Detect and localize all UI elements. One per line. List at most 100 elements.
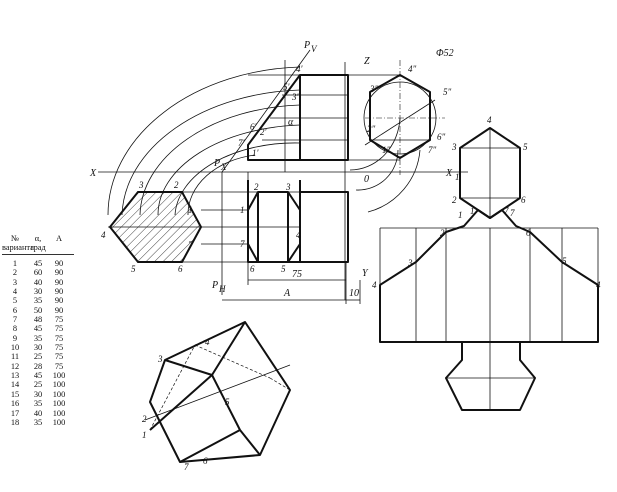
table-row: 4 30 90 — [2, 287, 74, 296]
front-pt-6: 6' — [250, 122, 258, 132]
plane-px-label: P — [213, 158, 220, 169]
origin-label: 0 — [364, 174, 369, 185]
table-cell: 7 — [12, 315, 18, 325]
table-cell: 90 — [54, 277, 64, 287]
table-cell: 90 — [54, 287, 64, 297]
iso-pt-7: 7 — [184, 462, 189, 472]
table-cell: 75 — [54, 333, 64, 343]
iso-pt-1: 1 — [142, 430, 147, 440]
table-row: 14 25 100 — [2, 380, 74, 389]
table-cell: 30 — [33, 287, 43, 297]
table-cell: 35 — [33, 417, 43, 427]
table-cell: 40 — [33, 408, 43, 418]
table-cell: 4 — [12, 287, 18, 297]
plane-ph-sub: H — [218, 284, 226, 294]
front-pt-2: 2' — [260, 127, 268, 137]
hexagon-section — [108, 191, 300, 263]
table-cell: 25 — [33, 380, 43, 390]
table-cell: 90 — [54, 259, 64, 268]
dim-10-label: 10 — [349, 288, 359, 299]
table-cell: 100 — [52, 417, 66, 427]
iso-pt-4: 4 — [205, 337, 210, 347]
table-cell: 35 — [33, 399, 43, 409]
hex-pt-4: 4 — [101, 230, 106, 240]
development — [379, 127, 599, 411]
hex-pt-7: 7 — [188, 240, 193, 250]
side-pt-1: 1" — [382, 145, 391, 155]
table-cell: 50 — [33, 305, 43, 315]
table-cell: 90 — [54, 296, 64, 306]
plane-pv-sub: V — [311, 44, 318, 54]
side-pt-5: 5" — [443, 87, 452, 97]
iso-pt-3: 3 — [157, 354, 163, 364]
table-cell: 3 — [12, 277, 18, 287]
front-pt-1: 1' — [252, 148, 260, 158]
table-cell: 60 — [33, 268, 43, 278]
table-cell: 12 — [10, 361, 20, 371]
table-cell: 100 — [52, 389, 66, 399]
top-pt-2: 2 — [254, 182, 259, 192]
plane-ph-label: P — [211, 280, 218, 291]
table-cell: 100 — [52, 408, 66, 418]
table-cell: 100 — [52, 380, 66, 390]
table-cell: 18 — [10, 417, 20, 427]
iso-pt-2: 2 — [142, 414, 147, 424]
hex-pt-3: 3 — [138, 180, 144, 190]
table-cell: 11 — [10, 352, 20, 362]
pv-trace — [221, 49, 311, 173]
iso-pt-6: 6 — [203, 456, 208, 466]
table-cell: 100 — [52, 371, 66, 381]
hex-pt-1: 1 — [188, 205, 193, 215]
table-cell: 30 — [33, 389, 43, 399]
table-cell: 2 — [12, 268, 18, 278]
axis-z-label: Z — [364, 56, 370, 67]
dim-75-label: 75 — [292, 269, 302, 280]
table-cell: 75 — [54, 343, 64, 353]
isometric-view — [144, 321, 291, 463]
table-cell: 14 — [10, 380, 20, 390]
hex-pt-2: 2 — [174, 180, 179, 190]
table-cell: 25 — [33, 352, 43, 362]
table-cell: 1 — [12, 259, 18, 268]
devtop-pt-7: 7 — [504, 206, 509, 216]
devtop-pt-1: 1 — [470, 206, 475, 216]
side-pt-2: 2" — [367, 124, 376, 134]
top-pt-1: 1 — [240, 205, 245, 215]
dev-pt-4b: 4 — [596, 280, 601, 290]
dev-pt-2: 2 — [440, 228, 445, 238]
hex-pt-5: 5 — [131, 264, 136, 274]
table-cell: 28 — [33, 361, 43, 371]
table-row: 11 25 75 — [2, 352, 74, 361]
front-pt-7: 7' — [238, 138, 246, 148]
iso-pt-5: 5 — [225, 397, 230, 407]
table-cell: 75 — [54, 352, 64, 362]
axis-x-label: X — [89, 168, 97, 179]
table-cell: 45 — [33, 324, 43, 334]
devtop-pt-5: 5 — [523, 142, 528, 152]
top-pt-7: 7 — [240, 239, 245, 249]
side-pt-3: 3" — [369, 84, 379, 94]
table-cell: 16 — [10, 399, 20, 409]
table-cell: 5 — [12, 296, 18, 306]
dev-pt-1: 1 — [458, 210, 463, 220]
table-cell: 90 — [54, 305, 64, 315]
table-cell: 100 — [52, 399, 66, 409]
table-cell: 75 — [54, 315, 64, 325]
plane-pv-label: P — [303, 40, 310, 51]
table-cell: 45 — [33, 259, 43, 268]
devtop-pt-6: 6 — [521, 195, 526, 205]
header-variant: № варианта — [2, 234, 34, 252]
top-pt-4: 4 — [296, 230, 301, 240]
